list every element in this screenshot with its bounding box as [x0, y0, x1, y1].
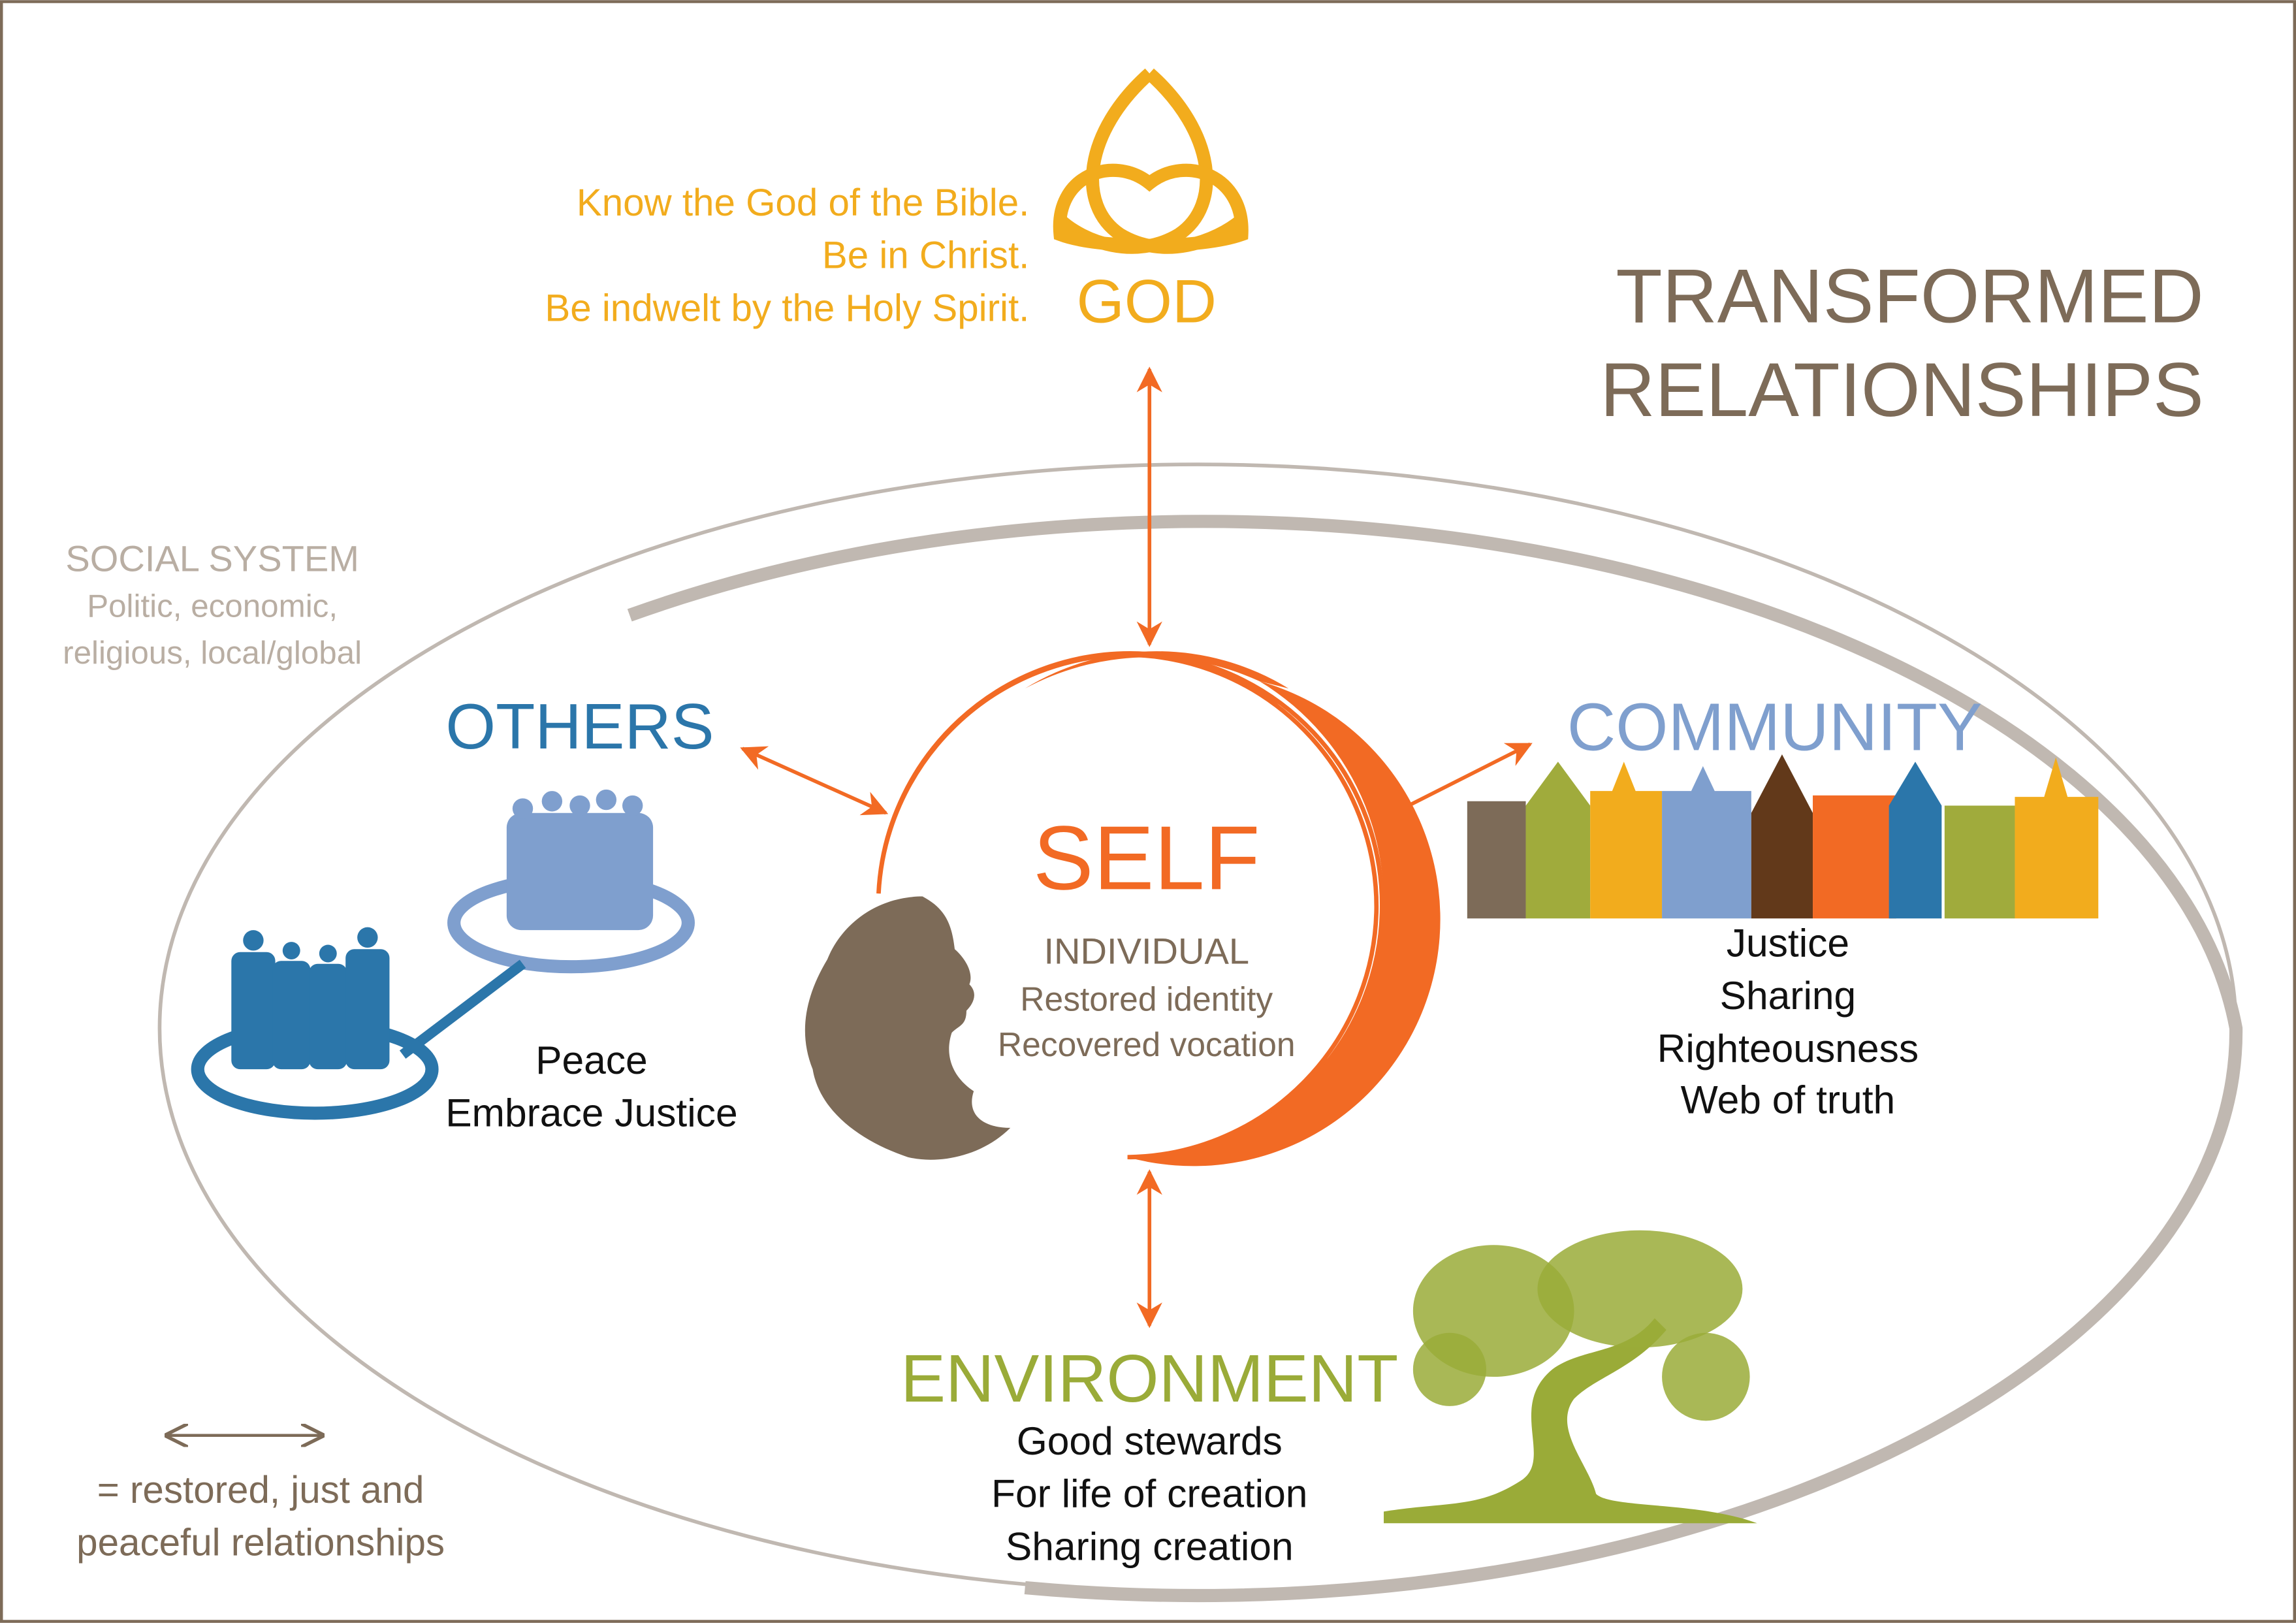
tree-icon — [1384, 1230, 1757, 1524]
others-section: OTHERS Peace Embrace Justice — [191, 690, 738, 1135]
community-line: Web of truth — [1681, 1077, 1896, 1121]
social-system-ellipse — [157, 462, 2243, 1603]
houses-icon — [1467, 754, 2099, 919]
environment-section: ENVIRONMENT Good stewards For life of cr… — [901, 1230, 1757, 1568]
community-line: Sharing — [1720, 973, 1857, 1018]
social-system-label: SOCIAL SYSTEM Politic, economic, religio… — [63, 538, 362, 671]
god-line: Be indwelt by the Holy Spirit. — [545, 287, 1029, 329]
god-line: Be in Christ. — [822, 234, 1030, 277]
self-section: SELF INDIVIDUAL Restored identity Recove… — [805, 651, 1441, 1166]
environment-line: Sharing creation — [1006, 1524, 1294, 1568]
self-line: Recovered vocation — [998, 1025, 1296, 1063]
trinity-knot-icon — [1053, 68, 1249, 254]
page-title: TRANSFORMED RELATIONSHIPS — [1600, 253, 2203, 433]
title-line: RELATIONSHIPS — [1600, 347, 2203, 432]
relationship-arrows — [740, 366, 1533, 1328]
god-label: GOD — [1077, 267, 1217, 336]
god-line: Know the God of the Bible. — [577, 182, 1030, 224]
group-link — [399, 959, 526, 1059]
god-section: GOD Know the God of the Bible. Be in Chr… — [545, 68, 1249, 336]
environment-label: ENVIRONMENT — [901, 1341, 1398, 1416]
others-label: OTHERS — [445, 690, 714, 762]
social-system-line: religious, local/global — [63, 635, 362, 671]
community-line: Righteousness — [1657, 1026, 1919, 1070]
self-community-arrow — [1386, 742, 1533, 818]
social-system-line: Politic, economic, — [87, 588, 338, 624]
others-line: Peace — [535, 1038, 648, 1082]
people-icon — [231, 927, 390, 1070]
environment-line: Good stewards — [1017, 1419, 1283, 1463]
self-label: SELF — [1033, 807, 1260, 908]
community-line: Justice — [1727, 920, 1849, 965]
woman-silhouette-icon — [805, 896, 1011, 1160]
self-others-arrow — [740, 746, 889, 816]
group-people-icon — [506, 789, 654, 931]
self-line: INDIVIDUAL — [1044, 931, 1249, 972]
title-line: TRANSFORMED — [1616, 253, 2203, 339]
self-line: Restored identity — [1020, 980, 1273, 1018]
social-system-title: SOCIAL SYSTEM — [65, 538, 359, 579]
legend-line: peaceful relationships — [76, 1522, 445, 1564]
community-label: COMMUNITY — [1567, 689, 1983, 764]
others-line: Embrace Justice — [445, 1091, 737, 1135]
legend-line: = restored, just and — [97, 1469, 424, 1511]
legend: = restored, just and peaceful relationsh… — [76, 1436, 445, 1564]
community-section: COMMUNITY Justice Sharing Righteousness … — [1467, 689, 2099, 1121]
environment-line: For life of creation — [991, 1471, 1307, 1516]
